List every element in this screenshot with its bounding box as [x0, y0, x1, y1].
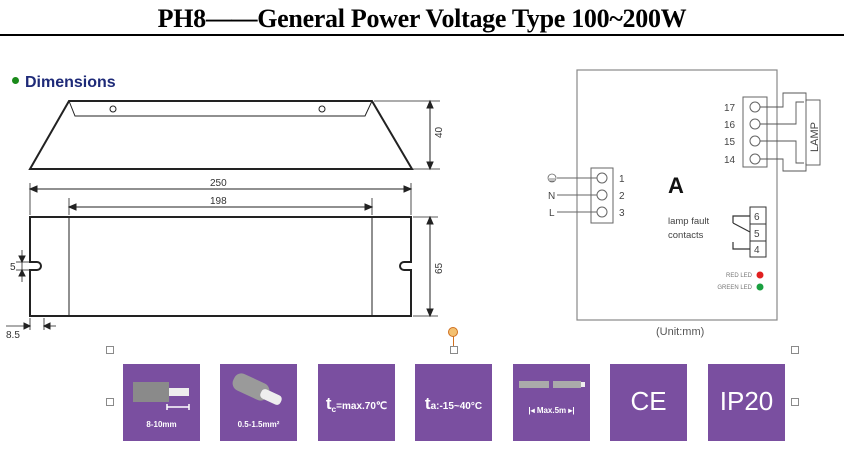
screw-hole-icon	[318, 105, 326, 113]
terminal-14-label: 14	[724, 155, 736, 166]
case-temp-text: tc=max.70℃	[318, 394, 395, 414]
cable-icon	[519, 381, 585, 388]
page-title: PH8——General Power Voltage Type 100~200W	[157, 4, 687, 33]
ambient-temp-label: :-15~40°C	[436, 401, 483, 412]
dimension-drawing: 40 250 198 65 5 8.5	[6, 99, 445, 340]
fault-terminal-6: 6	[754, 212, 760, 223]
case-temp-label: =max.70℃	[336, 401, 388, 412]
wire-gauge-label: 0.5-1.5mm²	[237, 420, 280, 429]
terminal-1-label: 1	[619, 174, 625, 185]
title-rule	[0, 34, 844, 36]
wiring-diagram: LAMP 17 16 15 14 N L 1 2 3 A lamp fault …	[547, 69, 821, 338]
height-dimension-label: 40	[434, 126, 445, 138]
temp-subscript: c	[331, 404, 337, 414]
temp-subscript: a	[430, 401, 437, 412]
section-heading-text: Dimensions	[25, 74, 116, 91]
rotation-handle-stem	[453, 336, 454, 346]
line-wire-label: L	[549, 208, 555, 219]
red-led-icon	[756, 271, 764, 279]
side-view-outline	[28, 100, 414, 170]
mount-spacing-label: 198	[210, 196, 227, 207]
slot-dimension-label: 5	[10, 262, 16, 273]
side-view	[28, 99, 440, 171]
temp-symbol: t	[424, 394, 431, 413]
wire-icon	[232, 373, 282, 405]
spec-tile-ambient-temp: ta:-15~40°C	[415, 364, 492, 441]
spec-tile-strip-length: 8-10mm	[123, 364, 200, 441]
model-letter: A	[668, 173, 684, 198]
unit-note: (Unit:mm)	[656, 326, 704, 338]
terminal-3-label: 3	[619, 208, 625, 219]
strip-length-label: 8-10mm	[146, 420, 177, 429]
housing-outline	[29, 216, 412, 317]
length-dimension-label: 250	[210, 178, 227, 189]
temp-symbol: t	[325, 394, 332, 413]
spec-tile-case-temp: tc=max.70℃	[318, 364, 395, 441]
selection-handle[interactable]	[106, 398, 114, 406]
mounting-flange	[68, 100, 373, 117]
selection-handle[interactable]	[791, 346, 799, 354]
ce-mark-icon: CE	[630, 386, 667, 416]
cable-length-value: Max.5m	[536, 406, 567, 415]
terminal-2-label: 2	[619, 191, 625, 202]
selection-handle[interactable]	[106, 346, 114, 354]
spec-tile-ip-rating: IP20	[708, 364, 785, 441]
selection-handle[interactable]	[791, 398, 799, 406]
fault-label-line2: contacts	[668, 230, 704, 241]
green-led-label: GREEN LED	[717, 285, 752, 291]
section-heading: Dimensions	[12, 74, 116, 92]
selection-handle[interactable]	[450, 346, 458, 354]
spec-tile-ce: CE	[610, 364, 687, 441]
cable-length-label: |◂ Max.5m ▸|	[528, 406, 575, 415]
ambient-temp-text: ta:-15~40°C	[415, 394, 492, 414]
fault-terminal-4: 4	[754, 245, 760, 256]
earth-icon	[547, 173, 557, 183]
top-view	[6, 183, 438, 330]
terminal-15-label: 15	[724, 137, 736, 148]
width-dimension-label: 65	[434, 262, 445, 274]
bullet-icon	[12, 77, 19, 84]
edge-offset-label: 8.5	[6, 330, 20, 340]
red-led-label: RED LED	[726, 273, 753, 279]
rotation-handle[interactable]	[448, 327, 458, 337]
terminal-16-label: 16	[724, 120, 736, 131]
spec-tile-cable-length: |◂ Max.5m ▸|	[513, 364, 590, 441]
lamp-label: LAMP	[809, 122, 821, 152]
lamp-icon	[805, 99, 821, 166]
green-led-icon	[756, 283, 764, 291]
terminal-17-label: 17	[724, 103, 736, 114]
neutral-wire-label: N	[548, 191, 555, 202]
screw-hole-icon	[109, 105, 117, 113]
spec-tile-wire-gauge: 0.5-1.5mm²	[220, 364, 297, 441]
fault-terminal-5: 5	[754, 229, 760, 240]
stripped-wire-icon	[133, 382, 190, 410]
fault-label-line1: lamp fault	[668, 216, 710, 227]
ip-rating-label: IP20	[719, 386, 774, 416]
